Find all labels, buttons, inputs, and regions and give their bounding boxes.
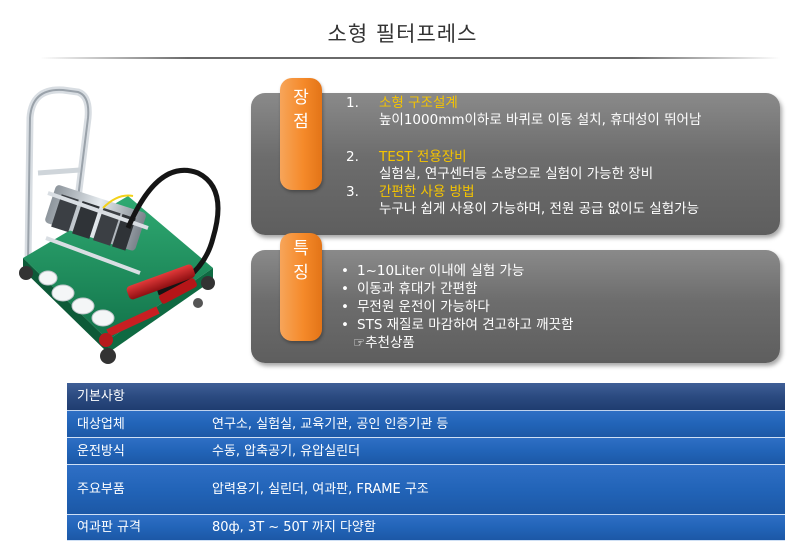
advantage-heading: 간편한 사용 방법: [379, 184, 475, 200]
title-divider: [40, 57, 780, 59]
filter-press-product-image: [19, 86, 221, 364]
features-tag: 특 징: [280, 233, 322, 341]
feature-text: 이동과 휴대가 간편함: [357, 281, 478, 297]
advantage-heading: 소형 구조설계: [379, 95, 458, 111]
list-item: • 1~10Liter 이내에 실험 가능: [341, 262, 573, 280]
spec-key: 주요부품: [77, 482, 125, 497]
advantage-heading: TEST 전용장비: [379, 149, 467, 165]
page-title: 소형 필터프레스: [327, 22, 478, 46]
advantages-tag-char: 점: [293, 112, 309, 132]
recommended-product-link[interactable]: ☞추천상품: [353, 335, 415, 351]
list-item: • 이동과 휴대가 간편함: [341, 280, 573, 298]
bullet-icon: •: [341, 281, 349, 297]
bullet-icon: •: [341, 299, 349, 315]
advantages-panel: 1. 소형 구조설계 높이1000mm이하로 바퀴로 이동 설치, 휴대성이 뛰…: [251, 93, 780, 235]
spec-table-header: 기본사항: [67, 383, 785, 411]
table-row: 여과판 규격 80ф, 3T ~ 50T 까지 다양함: [67, 515, 785, 541]
advantage-number: 1.: [346, 95, 359, 111]
bullet-icon: •: [341, 263, 349, 279]
spec-value: 80ф, 3T ~ 50T 까지 다양함: [212, 520, 376, 535]
advantages-tag: 장 점: [280, 78, 322, 190]
features-tag-char: 징: [293, 263, 309, 283]
spec-key: 운전방식: [77, 444, 125, 459]
spec-value: 연구소, 실험실, 교육기관, 공인 인증기관 등: [212, 417, 449, 432]
list-item: • 무전원 운전이 가능하다: [341, 298, 573, 316]
feature-text: 무전원 운전이 가능하다: [357, 299, 490, 315]
features-panel: • 1~10Liter 이내에 실험 가능 • 이동과 휴대가 간편함 • 무전원 운…: [251, 250, 780, 363]
advantage-description: 높이1000mm이하로 바퀴로 이동 설치, 휴대성이 뛰어남: [379, 112, 702, 128]
feature-text: STS 재질로 마감하여 견고하고 깨끗함: [357, 317, 574, 333]
table-row: 운전방식 수동, 압축공기, 유압실린더: [67, 438, 785, 465]
advantage-number: 2.: [346, 149, 359, 165]
features-list: • 1~10Liter 이내에 실험 가능 • 이동과 휴대가 간편함 • 무전원 운…: [341, 262, 573, 334]
list-item: • STS 재질로 마감하여 견고하고 깨끗함: [341, 316, 573, 334]
advantage-number: 3.: [346, 184, 359, 200]
advantages-tag-char: 장: [293, 88, 309, 108]
feature-text: 1~10Liter 이내에 실험 가능: [357, 263, 525, 279]
features-tag-char: 특: [293, 239, 309, 259]
spec-value: 수동, 압축공기, 유압실린더: [212, 444, 361, 459]
table-row: 주요부품 압력용기, 실린더, 여과판, FRAME 구조: [67, 465, 785, 515]
spec-value: 압력용기, 실린더, 여과판, FRAME 구조: [212, 482, 429, 497]
bullet-icon: •: [341, 317, 349, 333]
spec-key: 여과판 규격: [77, 520, 141, 535]
table-row: 대상업체 연구소, 실험실, 교육기관, 공인 인증기관 등: [67, 411, 785, 438]
spec-key: 대상업체: [77, 417, 125, 432]
advantage-description: 누구나 쉽게 사용이 가능하며, 전원 공급 없이도 실험가능: [379, 201, 699, 217]
advantage-description: 실험실, 연구센터등 소량으로 실험이 가능한 장비: [379, 166, 654, 182]
